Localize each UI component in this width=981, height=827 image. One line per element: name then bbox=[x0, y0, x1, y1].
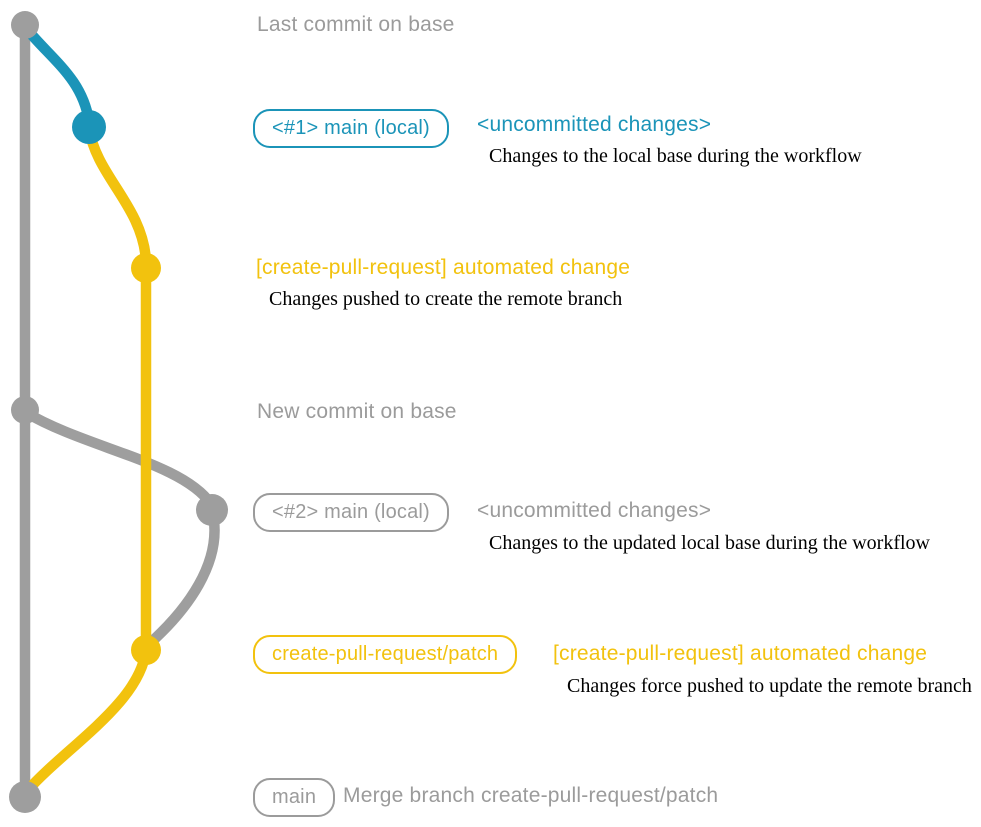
branch-badge-main: main bbox=[253, 778, 336, 817]
commit-merge bbox=[9, 781, 41, 813]
new-commit-label: New commit on base bbox=[257, 400, 457, 423]
uncommitted-changes-label-1: <uncommitted changes> bbox=[477, 113, 712, 136]
commit-local2 bbox=[196, 494, 228, 526]
local2-to-patch-line bbox=[142, 504, 220, 651]
last-commit-label: Last commit on base bbox=[257, 13, 455, 36]
base-to-local2-line bbox=[19, 406, 217, 510]
merge-commit-message: Merge branch create-pull-request/patch bbox=[343, 784, 719, 807]
uncommitted-changes-note-1: Changes to the local base during the wor… bbox=[489, 145, 862, 167]
patch-to-merge-line bbox=[21, 644, 152, 797]
commit-local1 bbox=[72, 110, 106, 144]
commit-new-base bbox=[11, 396, 39, 424]
commit-patch1 bbox=[131, 253, 161, 283]
uncommitted-changes-label-2: <uncommitted changes> bbox=[477, 499, 712, 522]
automated-change-title-2: [create-pull-request] automated change bbox=[553, 642, 928, 665]
automated-change-title-1: [create-pull-request] automated change bbox=[256, 256, 631, 279]
branch-badge-patch: create-pull-request/patch bbox=[253, 635, 518, 674]
commit-last-base bbox=[11, 11, 39, 39]
base-to-local1-line bbox=[19, 21, 95, 127]
automated-change-note-2: Changes force pushed to update the remot… bbox=[567, 675, 972, 697]
branch-badge-main-local-1: <#1> main (local) bbox=[253, 109, 449, 148]
branch-badge-main-local-2: <#2> main (local) bbox=[253, 493, 449, 532]
local1-to-patch-line bbox=[83, 122, 152, 266]
uncommitted-changes-note-2: Changes to the updated local base during… bbox=[489, 532, 930, 554]
commit-patch2 bbox=[131, 635, 161, 665]
automated-change-note-1: Changes pushed to create the remote bran… bbox=[269, 288, 623, 310]
